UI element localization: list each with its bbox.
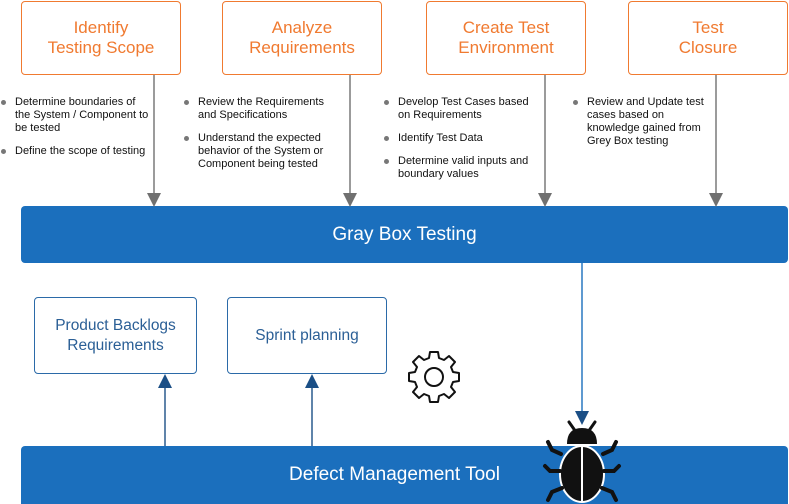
bullets-identify-testing-scope: Determine boundaries of the System / Com… (1, 96, 151, 168)
bullet-item: Review the Requirements and Specificatio… (184, 96, 334, 122)
gray-box-testing-label: Gray Box Testing (332, 223, 477, 245)
sprint-planning-box: Sprint planning (227, 297, 387, 374)
gear-icon (408, 351, 460, 403)
defect-management-label: Defect Management Tool (289, 464, 500, 485)
bullet-item: Understand the expected behavior of the … (184, 132, 334, 171)
bullet-item: Review and Update test cases based on kn… (573, 96, 708, 148)
gray-box-testing-band: Gray Box Testing (21, 206, 788, 263)
bullet-item: Develop Test Cases based on Requirements (384, 96, 529, 122)
bullet-item: Determine boundaries of the System / Com… (1, 96, 151, 135)
step-test-closure: Test Closure (628, 1, 788, 75)
step-create-test-environment: Create Test Environment (426, 1, 586, 75)
product-backlogs-box: Product Backlogs Requirements (34, 297, 197, 374)
bullets-test-closure: Review and Update test cases based on kn… (573, 96, 708, 158)
step-identify-testing-scope: Identify Testing Scope (21, 1, 181, 75)
bullets-create-test-environment: Develop Test Cases based on Requirements… (384, 96, 529, 191)
bug-icon (543, 420, 621, 503)
defect-management-band: Defect Management Tool (21, 446, 788, 504)
bullets-analyze-requirements: Review the Requirements and Specificatio… (184, 96, 334, 181)
bullet-item: Define the scope of testing (1, 145, 151, 158)
bullet-item: Identify Test Data (384, 132, 529, 145)
bullet-item: Determine valid inputs and boundary valu… (384, 155, 529, 181)
step-analyze-requirements: Analyze Requirements (222, 1, 382, 75)
